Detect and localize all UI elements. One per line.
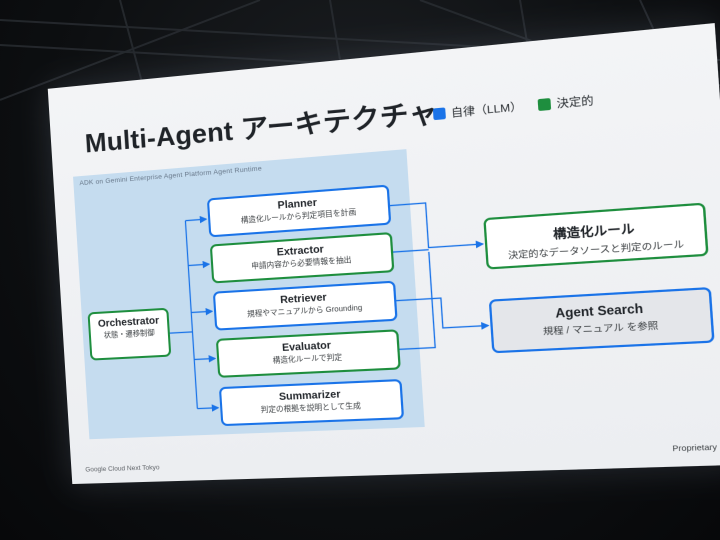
agent-search-box: Agent Search 規程 / マニュアル を参照 <box>488 286 715 354</box>
orchestrator-box: Orchestrator 状態・遷移制御 <box>87 307 172 361</box>
legend-swatch-blue <box>432 107 446 121</box>
legend-label-deterministic: 決定的 <box>556 94 595 111</box>
slide: Multi-Agent アーキテクチャ 自律（LLM） 決定的 ADK on G… <box>48 23 720 484</box>
agent-box-evaluator: Evaluator 構造化ルールで判定 <box>215 329 401 378</box>
legend-swatch-green <box>537 98 552 112</box>
footer-proprietary: Proprietary <box>671 442 718 454</box>
agent-box-summarizer: Summarizer 判定の根拠を説明として生成 <box>218 378 405 427</box>
